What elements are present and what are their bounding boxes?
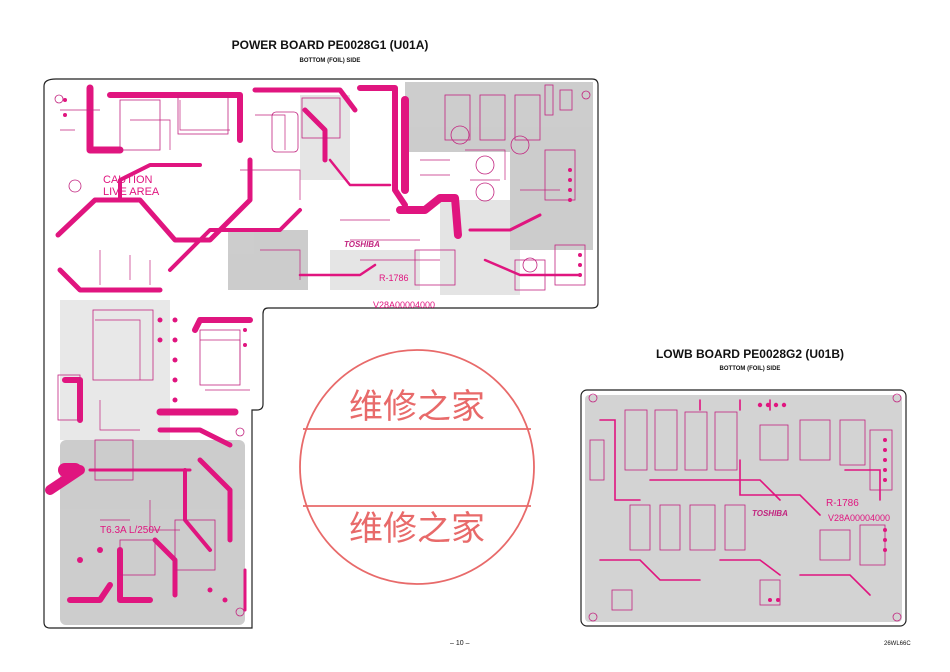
power-board-title: POWER BOARD PE0028G1 (U01A) (231, 38, 429, 52)
power-board: CAUTION LIVE AREA TOSHIBA R-1786 V28A000… (43, 78, 599, 629)
lowb-board-brand: TOSHIBA (752, 509, 788, 518)
watermark-text-bottom: 维修之家 (349, 510, 485, 548)
lowb-board-part-number: V28A00004000 (828, 513, 890, 523)
caution-label-line2: LIVE AREA (103, 186, 160, 198)
power-board-part-number: V28A00004000 (373, 300, 435, 310)
lowb-board-revision: R-1786 (826, 498, 859, 509)
caution-label-line1: CAUTION (103, 174, 153, 186)
lowb-board-subtitle: BOTTOM (FOIL) SIDE (719, 366, 781, 372)
lowb-board-title: LOWB BOARD PE0028G2 (U01B) (655, 347, 845, 361)
watermark-stamp: 维修之家 维修之家 (299, 349, 535, 585)
power-board-brand: TOSHIBA (344, 240, 380, 249)
power-board-revision: R-1786 (379, 273, 409, 283)
model-code: 26WL66C (884, 641, 911, 647)
lowb-board: R-1786 TOSHIBA V28A00004000 (580, 389, 907, 627)
fuse-label: T6.3A L/250V (100, 525, 161, 536)
power-board-subtitle: BOTTOM (FOIL) SIDE (299, 58, 361, 64)
watermark-text-top: 维修之家 (349, 388, 485, 426)
page-number: – 10 – (450, 640, 470, 647)
